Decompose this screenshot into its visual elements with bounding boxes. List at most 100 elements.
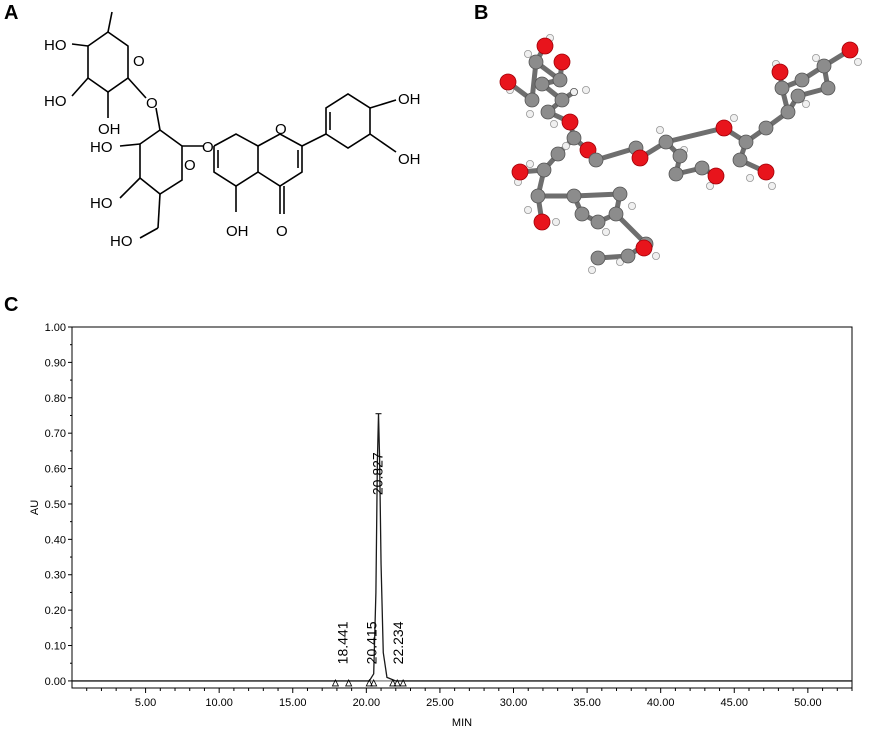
y-tick-label: 0.20 [45, 605, 66, 617]
hydrogen-atom [651, 251, 660, 260]
glucose-ring [139, 129, 183, 195]
y-tick-label: 0.40 [45, 534, 66, 546]
hydrogen-atom [615, 257, 624, 266]
oxygen-atom [553, 53, 571, 71]
carbon-atom [738, 134, 754, 150]
x-tick-label: 10.00 [205, 697, 233, 709]
hydrogen-atom [570, 88, 579, 97]
oxygen-atom [511, 163, 529, 181]
rhamnose-ring [87, 31, 129, 93]
oxygen-atom [533, 213, 551, 231]
peak-marker [393, 679, 401, 687]
label-o-ring-glc: O [184, 157, 196, 174]
peak-markers [331, 679, 407, 687]
carbon-atom [794, 72, 810, 88]
hydrogen-atom [811, 54, 820, 63]
hydrogen-atom [526, 110, 535, 119]
oh-b2-bond [369, 133, 397, 153]
label-o-keto: O [276, 223, 288, 240]
hydrogen-atom [705, 181, 714, 190]
y-tick-label: 0.30 [45, 570, 66, 582]
carbon-atom [820, 80, 836, 96]
hydrogen-atom [767, 181, 776, 190]
hydrogen-atom [801, 100, 810, 109]
label-ho-glc2: HO [90, 195, 113, 212]
chromatogram-trace [72, 413, 852, 682]
ho-bond-1 [71, 43, 89, 47]
hydrogen-atom [729, 114, 738, 123]
oxygen-atom [536, 37, 554, 55]
x-tick-label: 50.00 [794, 697, 822, 709]
label-o-ring-c: O [275, 121, 287, 138]
label-ho-mid: HO [44, 93, 67, 110]
y-tick-label: 0.60 [45, 464, 66, 476]
x-tick-label: 35.00 [573, 697, 601, 709]
x-tick-label: 40.00 [647, 697, 675, 709]
hydrogen-atom [582, 86, 591, 95]
carbon-atom [566, 188, 582, 204]
peak-marker [345, 679, 353, 687]
oxygen-atom [707, 167, 725, 185]
model-atoms [499, 34, 862, 274]
x-tick-label: 25.00 [426, 697, 454, 709]
ho-glc-bond [119, 143, 141, 147]
y-tick-label: 0.80 [45, 393, 66, 405]
y-tick-label: 0.70 [45, 428, 66, 440]
hydrogen-atom [588, 265, 597, 274]
oh-b1-bond [369, 99, 397, 109]
a-ring [213, 133, 259, 187]
y-tick-label: 1.00 [45, 322, 66, 334]
x-tick-label: 20.00 [353, 697, 381, 709]
hydrogen-atom [655, 126, 664, 135]
panel-a-letter: A [4, 2, 19, 24]
model-bond [571, 191, 623, 199]
label-oh-b2: OH [398, 151, 421, 168]
carbon-atom [590, 214, 606, 230]
ball-and-stick-model [499, 34, 862, 274]
carbon-atom [774, 80, 790, 96]
hydrogen-atom [550, 120, 559, 129]
carbon-atom [816, 58, 832, 74]
carbon-atom [554, 92, 570, 108]
oxygen-atom [757, 163, 775, 181]
carbon-atom [672, 148, 688, 164]
b-link-bond [301, 133, 327, 147]
oxygen-atom [841, 41, 859, 59]
carbon-atom [612, 186, 628, 202]
methyl-bond [107, 11, 113, 33]
carbon-atom [552, 72, 568, 88]
label-o-ring-rha: O [133, 53, 145, 70]
oxygen-atom [715, 119, 733, 137]
y-tick-label: 0.00 [45, 676, 66, 688]
ho-glc2-bond [119, 177, 141, 199]
ho-bond-2 [71, 77, 89, 97]
hydrogen-atom [745, 173, 754, 182]
carbon-atom [566, 130, 582, 146]
oxygen-atom [771, 63, 789, 81]
plot-frame [71, 326, 853, 689]
label-o-link2: O [202, 139, 214, 156]
label-oh-rha: OH [98, 121, 121, 138]
carbon-atom [528, 54, 544, 70]
hydrogen-atom [526, 159, 535, 168]
ch2oh-bond [139, 227, 159, 239]
hydrogen-atom [627, 201, 636, 210]
carbon-atom [790, 88, 806, 104]
carbon-atom [608, 206, 624, 222]
peak-marker [365, 679, 373, 687]
hydrogen-atom [524, 205, 533, 214]
ch2-bond [157, 193, 161, 229]
label-ho-glc: HO [90, 139, 113, 156]
oxygen-atom [635, 239, 653, 257]
peak-marker [331, 679, 340, 687]
x-axis-label: MIN [452, 717, 472, 729]
model-bond [663, 125, 727, 145]
y-tick-label: 0.50 [45, 499, 66, 511]
carbon-atom [588, 152, 604, 168]
carbon-atom [732, 152, 748, 168]
carbon-atom [658, 134, 674, 150]
carbon-atom [668, 166, 684, 182]
y-axis-ticks: 0.000.100.200.300.400.500.600.700.800.90… [45, 322, 72, 688]
